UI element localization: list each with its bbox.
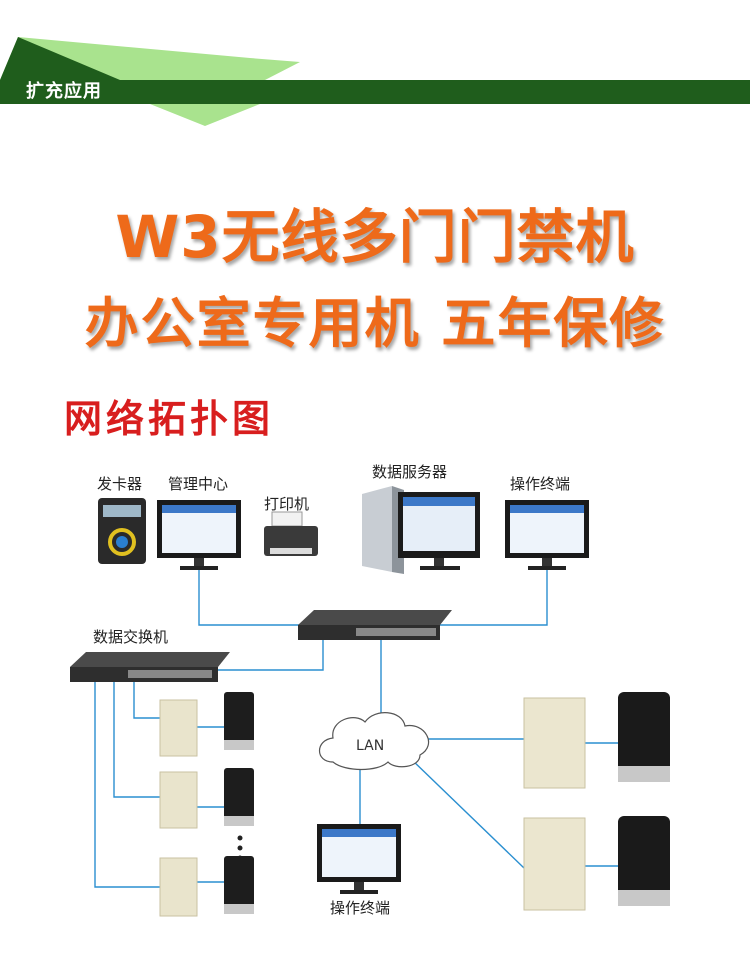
operator-terminal-bottom-monitor xyxy=(317,824,401,894)
label-data-switch: 数据交换机 xyxy=(93,628,168,646)
label-printer: 打印机 xyxy=(264,495,309,513)
reader-3 xyxy=(224,856,254,914)
controller-box-1 xyxy=(159,699,198,757)
reader-right-bottom xyxy=(618,816,670,906)
controller-box-3 xyxy=(159,857,198,917)
data-server-device xyxy=(362,486,480,574)
network-topology-diagram: 发卡器 管理中心 打印机 数据服务器 操作终端 数据交换机 LAN 操作终端 xyxy=(0,440,750,954)
reader-right-top xyxy=(618,692,670,782)
reader-2 xyxy=(224,768,254,826)
operator-terminal-top-monitor xyxy=(505,500,589,570)
label-operator-terminal-top: 操作终端 xyxy=(510,475,570,493)
controller-box-right-bottom xyxy=(523,817,586,911)
banner-dark-tip xyxy=(0,37,120,80)
section-banner: 扩充应用 xyxy=(0,0,750,130)
management-center-monitor xyxy=(157,500,241,570)
banner-light-tail xyxy=(150,104,260,126)
label-operator-terminal-bottom: 操作终端 xyxy=(330,899,390,917)
printer-device xyxy=(264,511,318,556)
card-issuer-device xyxy=(98,498,146,564)
topology-title: 网络拓扑图 xyxy=(64,397,275,441)
banner-label: 扩充应用 xyxy=(26,81,102,102)
lan-cloud xyxy=(318,712,430,771)
main-network-switch xyxy=(298,610,452,640)
controller-box-right-top xyxy=(523,697,586,789)
headline-line-1: W3无线多门门禁机 xyxy=(115,203,635,271)
label-card-issuer: 发卡器 xyxy=(97,475,142,493)
label-data-server: 数据服务器 xyxy=(372,463,447,481)
controller-box-2 xyxy=(159,771,198,829)
headline-line-2: 办公室专用机 五年保修 xyxy=(84,292,666,355)
reader-1 xyxy=(224,692,254,750)
label-management-center: 管理中心 xyxy=(168,475,228,493)
connection-lines xyxy=(94,570,618,888)
label-lan: LAN xyxy=(356,738,384,754)
banner-dark-bar xyxy=(0,80,750,104)
data-switch-device xyxy=(70,652,230,682)
